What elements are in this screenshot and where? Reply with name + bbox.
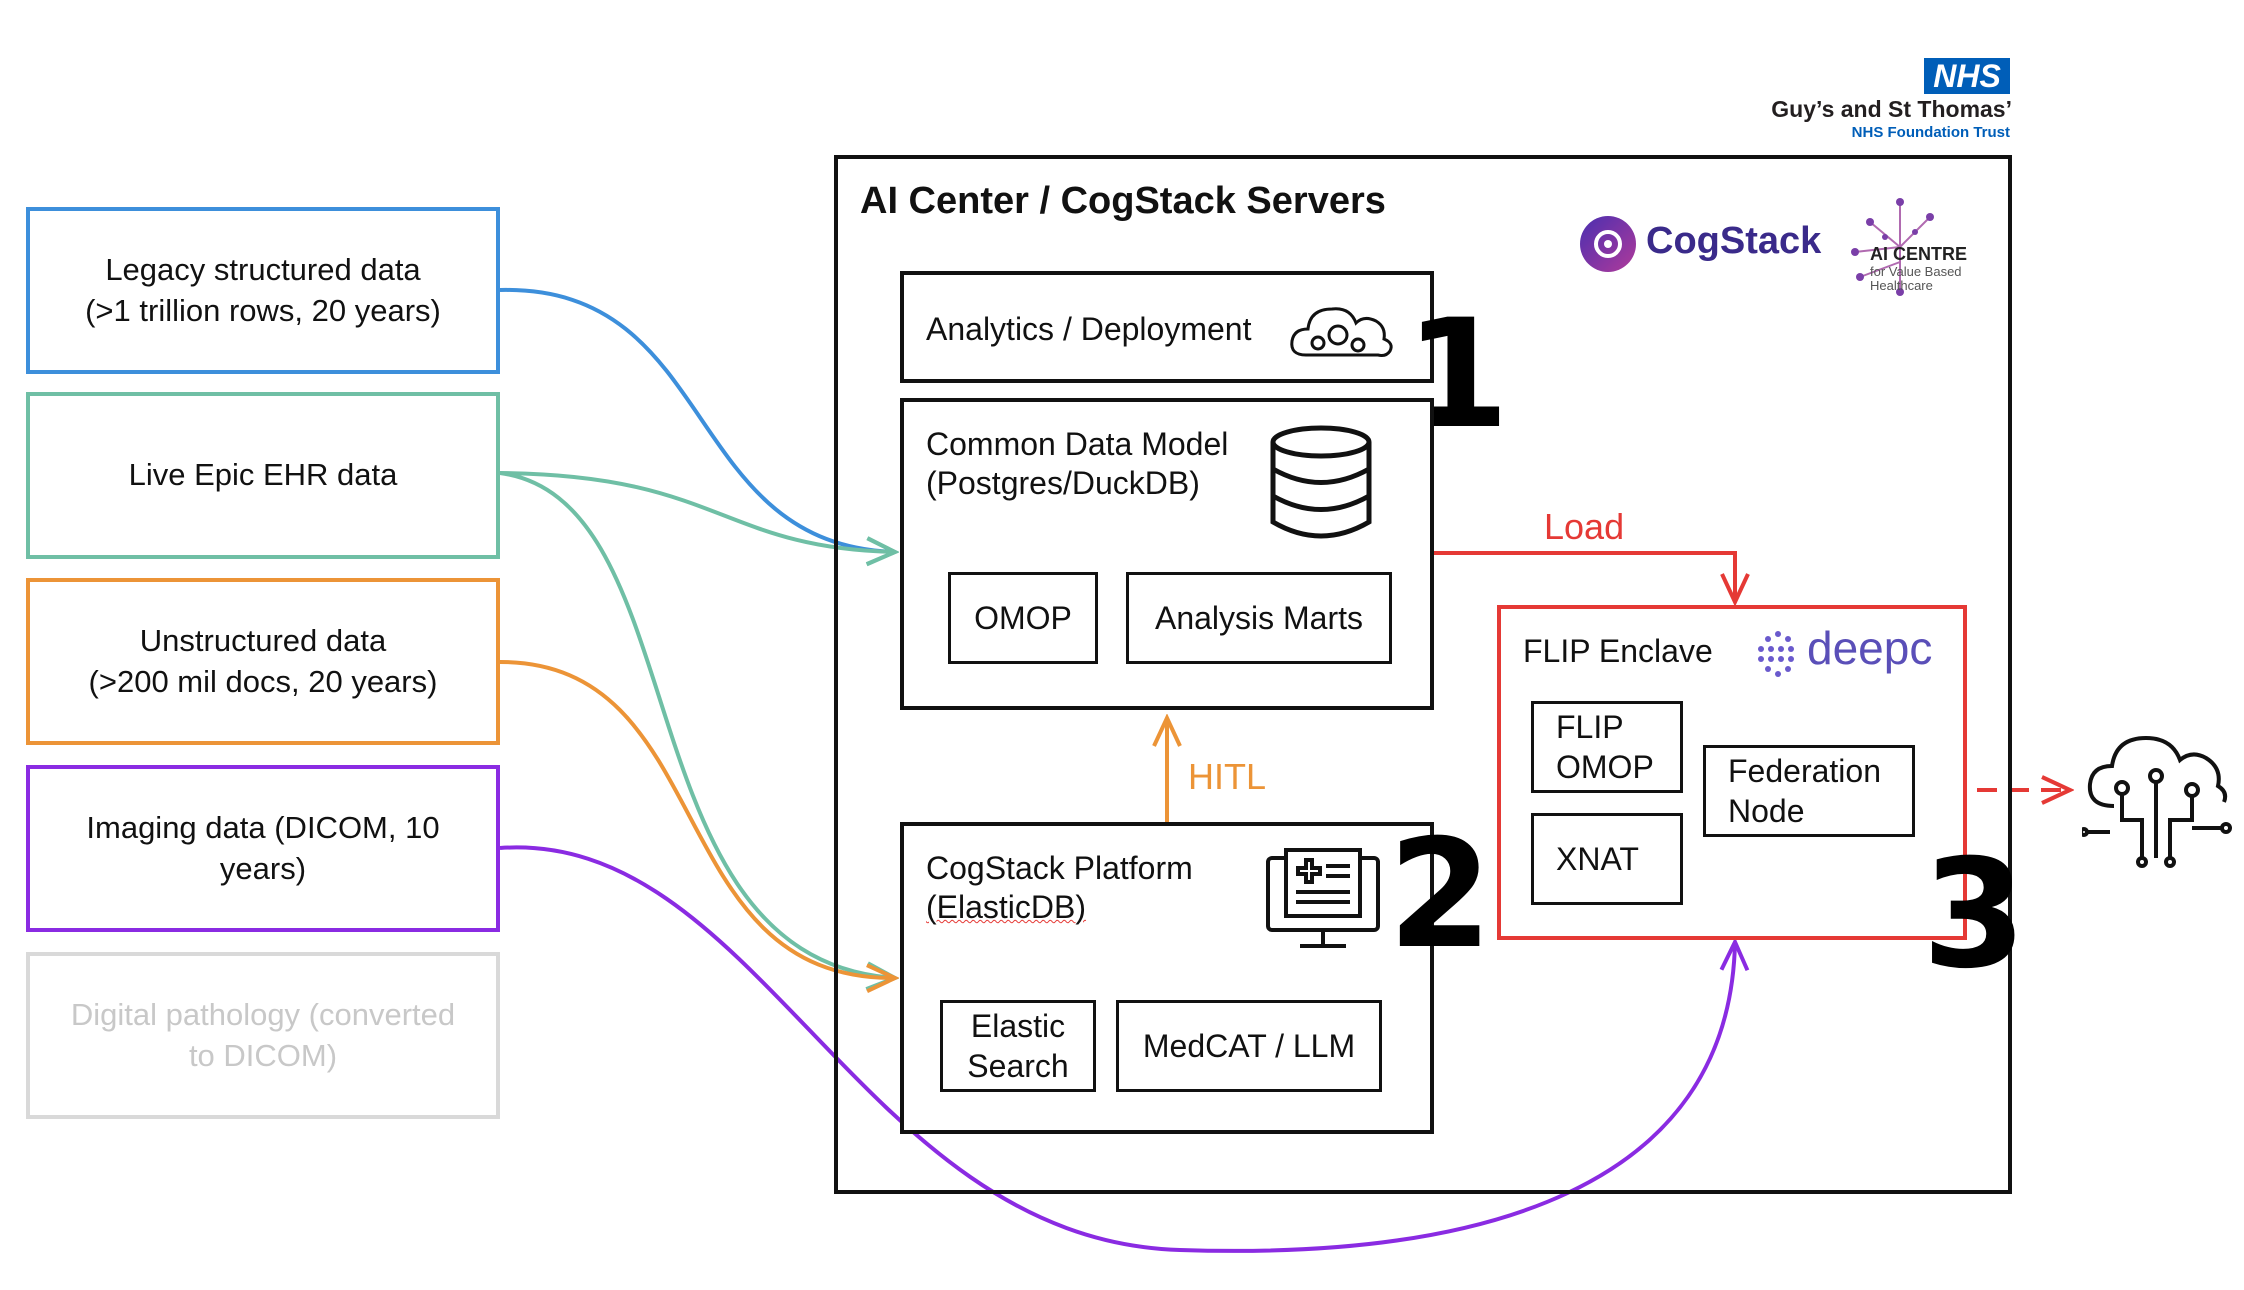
nhs-badge-text: NHS — [1933, 58, 2001, 94]
source-label: Imaging data (DICOM, 10 — [86, 810, 440, 846]
unstructured-to-platform-connector — [499, 660, 895, 978]
ai-centre-sub2: Healthcare — [1870, 278, 1933, 293]
enclave-title: FLIP Enclave — [1523, 633, 1713, 669]
trust-name: Guy’s and St Thomas’ — [1771, 96, 2012, 122]
elastic-label-line1: Elastic — [970, 1008, 1066, 1044]
analytics-deployment-block: Analytics / Deployment — [900, 271, 1434, 383]
load-label: Load — [1544, 506, 1625, 547]
load-connector — [1432, 551, 1735, 602]
source-label: to DICOM) — [188, 1037, 338, 1073]
cdm-label-line1: Common Data Model — [926, 426, 1229, 462]
flip-enclave-block: FLIP Enclave deepc FLIP OMOP XNAT Federat… — [1497, 605, 1967, 940]
analysis-marts-box: Analysis Marts — [1126, 572, 1392, 664]
source-label: (>1 trillion rows, 20 years) — [85, 292, 441, 328]
source-label: (>200 mil docs, 20 years) — [88, 663, 438, 699]
source-imaging: Imaging data (DICOM, 10 years) — [26, 765, 500, 932]
source-label: Live Epic EHR data — [128, 457, 398, 493]
source-label: Unstructured data — [139, 623, 387, 659]
ai-centre-sub1: for Value Based — [1870, 264, 1962, 279]
database-icon — [1270, 425, 1372, 539]
deepc-logo-text: deepc — [1807, 622, 1933, 674]
elastic-label-line2: Search — [967, 1048, 1069, 1084]
ai-centre-network-icon — [1851, 198, 1934, 296]
nhs-logo: NHS — [1924, 58, 2010, 94]
ai-centre-title: AI CENTRE — [1870, 244, 1968, 264]
source-label: Legacy structured data — [105, 252, 421, 288]
source-unstructured: Unstructured data (>200 mil docs, 20 year… — [26, 578, 500, 745]
epic-to-cdm-connector — [499, 471, 895, 552]
platform-label-line2: (ElasticDB) — [926, 889, 1087, 925]
federation-line1: Federation — [1728, 753, 1881, 789]
epic-to-platform-connector — [499, 471, 895, 978]
cloud-circuit-icon — [2082, 735, 2232, 868]
omop-box: OMOP — [948, 572, 1098, 664]
cogstack-logo-text: CogStack — [1646, 220, 1822, 262]
source-live-epic: Live Epic EHR data — [26, 392, 500, 559]
server-title: AI Center / CogStack Servers — [860, 180, 1386, 222]
medical-monitor-icon — [1266, 848, 1380, 948]
deepc-dots-icon — [1758, 631, 1794, 677]
medcat-label: MedCAT / LLM — [1142, 1028, 1356, 1064]
analysis-marts-label: Analysis Marts — [1154, 600, 1364, 636]
source-label: Digital pathology (converted — [70, 997, 456, 1033]
step-number-3: 3 — [1922, 828, 2027, 1002]
cogstack-gear-icon — [1594, 230, 1622, 258]
flip-omop-box: FLIP OMOP — [1531, 701, 1683, 793]
cdm-label-line2: (Postgres/DuckDB) — [926, 465, 1200, 501]
federation-line2: Node — [1728, 793, 1805, 829]
xnat-box: XNAT — [1531, 813, 1683, 905]
trust-subtitle: NHS Foundation Trust — [1851, 124, 2010, 141]
xnat-label: XNAT — [1556, 841, 1639, 877]
source-label: years) — [219, 850, 307, 886]
hitl-label: HITL — [1188, 756, 1267, 797]
server-container — [834, 155, 2012, 1194]
omop-label: OMOP — [974, 600, 1072, 636]
legacy-to-cdm-connector — [499, 287, 895, 552]
cloud-gears-icon — [1290, 307, 1393, 357]
flip-omop-line1: FLIP — [1556, 709, 1624, 745]
flip-omop-line2: OMOP — [1556, 749, 1654, 785]
common-data-model-block: Common Data Model (Postgres/DuckDB) OMOP… — [900, 398, 1434, 710]
source-legacy-structured: Legacy structured data (>1 trillion rows,… — [26, 207, 500, 374]
source-digital-pathology: Digital pathology (converted to DICOM) — [26, 952, 500, 1119]
imaging-to-enclave-connector — [499, 845, 1735, 1253]
cogstack-logo — [1580, 216, 1636, 272]
step-number-2: 2 — [1388, 808, 1493, 982]
platform-label-line1: CogStack Platform — [926, 850, 1193, 886]
analytics-label: Analytics / Deployment — [926, 311, 1252, 347]
medcat-llm-box: MedCAT / LLM — [1116, 1000, 1382, 1092]
